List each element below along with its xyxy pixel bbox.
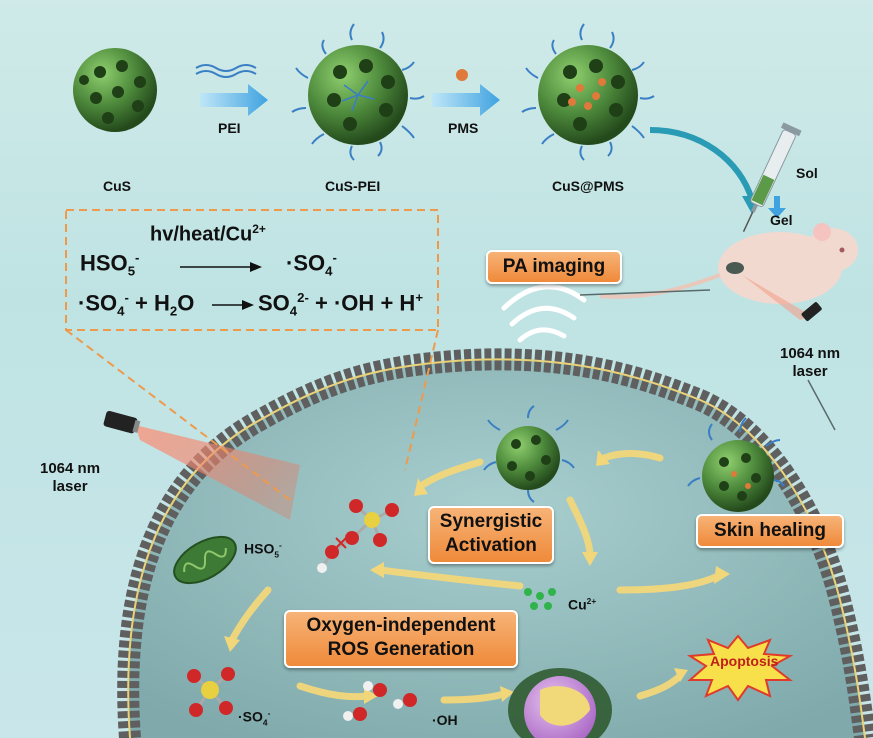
- pointer-line-pa: [579, 289, 711, 296]
- cell-sphere-center: [483, 405, 575, 503]
- hso5-molecule-icon: [317, 499, 399, 573]
- laser-device-left: [103, 410, 141, 434]
- oh-molecule-icon: [343, 681, 417, 721]
- flow-arrow-heads: [224, 450, 730, 704]
- cell-membrane-inner: [127, 358, 866, 738]
- mouse-icon: [599, 223, 858, 322]
- synergistic-activation-box: Synergistic Activation: [428, 506, 554, 564]
- label-cus-pms: CuS@PMS: [552, 178, 624, 194]
- equation-box: [65, 209, 439, 331]
- nucleus-icon: [508, 668, 612, 738]
- equation-2-reactants: ·SO4- + H2O: [78, 290, 195, 319]
- so4-molecule-icon: [187, 667, 235, 717]
- syringe-icon: [742, 122, 802, 233]
- pei-ligand-icon-2: [195, 70, 257, 78]
- label-so4: ·SO4-: [238, 708, 271, 728]
- label-sol: Sol: [796, 165, 818, 181]
- flow-arrows: [228, 450, 724, 704]
- arrow-pms: [432, 84, 500, 116]
- cu-ions-icon: [524, 588, 556, 610]
- apoptosis-burst: [686, 634, 794, 702]
- label-laser-left: 1064 nm laser: [40, 460, 101, 495]
- mitochondrion-icon: [173, 535, 237, 585]
- cus-sphere: [73, 48, 157, 132]
- label-pei: PEI: [218, 120, 241, 136]
- skin-healing-box: Skin healing: [696, 514, 844, 548]
- label-laser-right: 1064 nm laser: [780, 345, 841, 380]
- arrow-pei: [200, 84, 268, 116]
- equation-1-left: HSO5-: [80, 250, 140, 279]
- label-cus: CuS: [103, 178, 131, 194]
- cell-sphere-right: [687, 417, 785, 512]
- cus-pms-sphere: [521, 23, 655, 161]
- equation-2-products: SO42- + ·OH + H+: [258, 290, 424, 319]
- label-hso5: HSO5-: [244, 540, 282, 560]
- sol-gel-arrow: [768, 196, 786, 218]
- label-pms: PMS: [448, 120, 479, 136]
- signal-waves-icon: [501, 284, 587, 343]
- equation-box-pointer-1: [65, 329, 291, 501]
- ros-generation-box: Oxygen-independent ROS Generation: [284, 610, 518, 668]
- pa-imaging-box: PA imaging: [486, 250, 622, 284]
- pms-particle-icon: [456, 69, 468, 81]
- equation-1-right: ·SO4-: [286, 250, 337, 279]
- cus-pei-sphere: [291, 23, 425, 161]
- arrow-to-syringe: [649, 127, 755, 201]
- label-gel: Gel: [770, 212, 793, 228]
- label-cu2: Cu2+: [568, 596, 597, 613]
- label-oh: ·OH: [432, 712, 458, 728]
- label-apoptosis: Apoptosis: [710, 653, 779, 669]
- eq2-arrow-head: [242, 300, 254, 310]
- equation-condition: hv/heat/Cu2+: [150, 222, 266, 246]
- eq1-arrow-head: [250, 262, 262, 272]
- label-cus-pei: CuS-PEI: [325, 178, 381, 194]
- equation-box-pointer-2: [404, 329, 439, 471]
- pointer-line-laser: [807, 379, 836, 431]
- pei-ligand-icon: [195, 64, 257, 72]
- laser-beam-left: [135, 425, 300, 520]
